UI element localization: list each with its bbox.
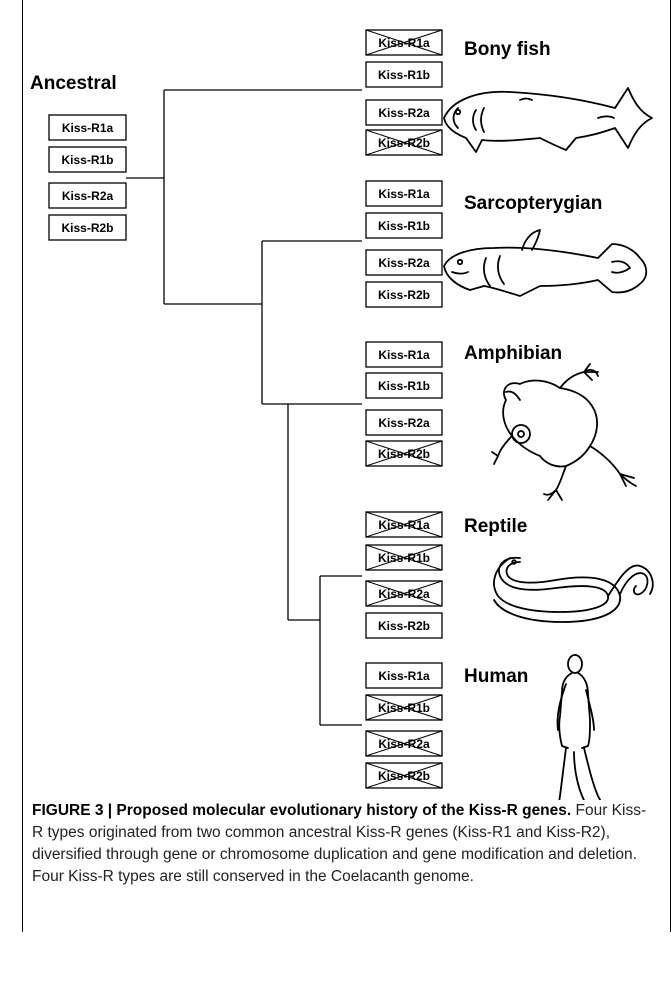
gene-label: Kiss-R1b [378,68,430,82]
group-label-bony-fish: Bony fish [464,39,551,60]
gene-box: Kiss-R1b [49,147,126,172]
gene-box: Kiss-R1b [366,213,442,238]
gene-label: Kiss-R1a [378,187,430,201]
gene-label: Kiss-R1a [378,36,430,50]
gene-box: Kiss-R1a [366,342,442,367]
gene-label: Kiss-R2b [378,769,430,783]
gene-box: Kiss-R2b [366,130,442,155]
gene-boxes: Kiss-R1aKiss-R1bKiss-R2aKiss-R2bKiss-R1a… [49,30,442,788]
gene-label: Kiss-R2a [62,189,114,203]
gene-label: Kiss-R1a [378,669,430,683]
gene-label: Kiss-R1a [378,518,430,532]
group-label-reptile: Reptile [464,516,527,537]
gene-label: Kiss-R1b [378,701,430,715]
gene-box: Kiss-R1a [366,181,442,206]
gene-box: Kiss-R2a [366,250,442,275]
group-label-human: Human [464,666,528,687]
gene-box: Kiss-R1a [49,115,126,140]
phylogeny-diagram: Ancestral Bony fish Sarcopterygian Amphi… [0,0,671,800]
gene-label: Kiss-R1a [62,121,114,135]
gene-label: Kiss-R2a [378,106,430,120]
gene-label: Kiss-R2b [378,447,430,461]
gene-label: Kiss-R1b [61,153,113,167]
gene-box: Kiss-R2a [366,731,442,756]
caption-title: FIGURE 3 | Proposed molecular evolutiona… [32,802,571,819]
figure-caption: FIGURE 3 | Proposed molecular evolutiona… [32,800,652,888]
coelacanth-icon [444,230,646,296]
gene-box: Kiss-R1b [366,545,442,570]
gene-label: Kiss-R1b [378,551,430,565]
gene-label: Kiss-R1a [378,348,430,362]
group-label-sarcopterygian: Sarcopterygian [464,193,602,214]
gene-box: Kiss-R2a [366,581,442,606]
group-label-ancestral: Ancestral [30,73,117,94]
gene-label: Kiss-R2a [378,737,430,751]
gene-label: Kiss-R2a [378,256,430,270]
gene-label: Kiss-R2b [378,288,430,302]
gene-box: Kiss-R2b [366,282,442,307]
gene-box: Kiss-R1b [366,62,442,87]
gene-label: Kiss-R1b [378,379,430,393]
gene-label: Kiss-R2b [378,619,430,633]
gene-box: Kiss-R1a [366,30,442,55]
gene-label: Kiss-R2a [378,587,430,601]
gene-box: Kiss-R2a [49,183,126,208]
gene-box: Kiss-R2b [366,763,442,788]
gene-label: Kiss-R2a [378,416,430,430]
gene-box: Kiss-R1a [366,512,442,537]
tree-branches [126,90,362,725]
gene-box: Kiss-R2b [366,613,442,638]
fish-icon [444,88,652,152]
gene-label: Kiss-R1b [378,219,430,233]
gene-box: Kiss-R1b [366,373,442,398]
group-label-amphibian: Amphibian [464,343,562,364]
gene-box: Kiss-R1b [366,695,442,720]
gene-box: Kiss-R2a [366,100,442,125]
frog-icon [492,364,636,500]
human-icon [557,655,620,800]
gene-label: Kiss-R2b [61,221,113,235]
gene-label: Kiss-R2b [378,136,430,150]
snake-icon [494,558,653,622]
gene-box: Kiss-R1a [366,663,442,688]
gene-box: Kiss-R2b [366,441,442,466]
gene-box: Kiss-R2a [366,410,442,435]
gene-box: Kiss-R2b [49,215,126,240]
